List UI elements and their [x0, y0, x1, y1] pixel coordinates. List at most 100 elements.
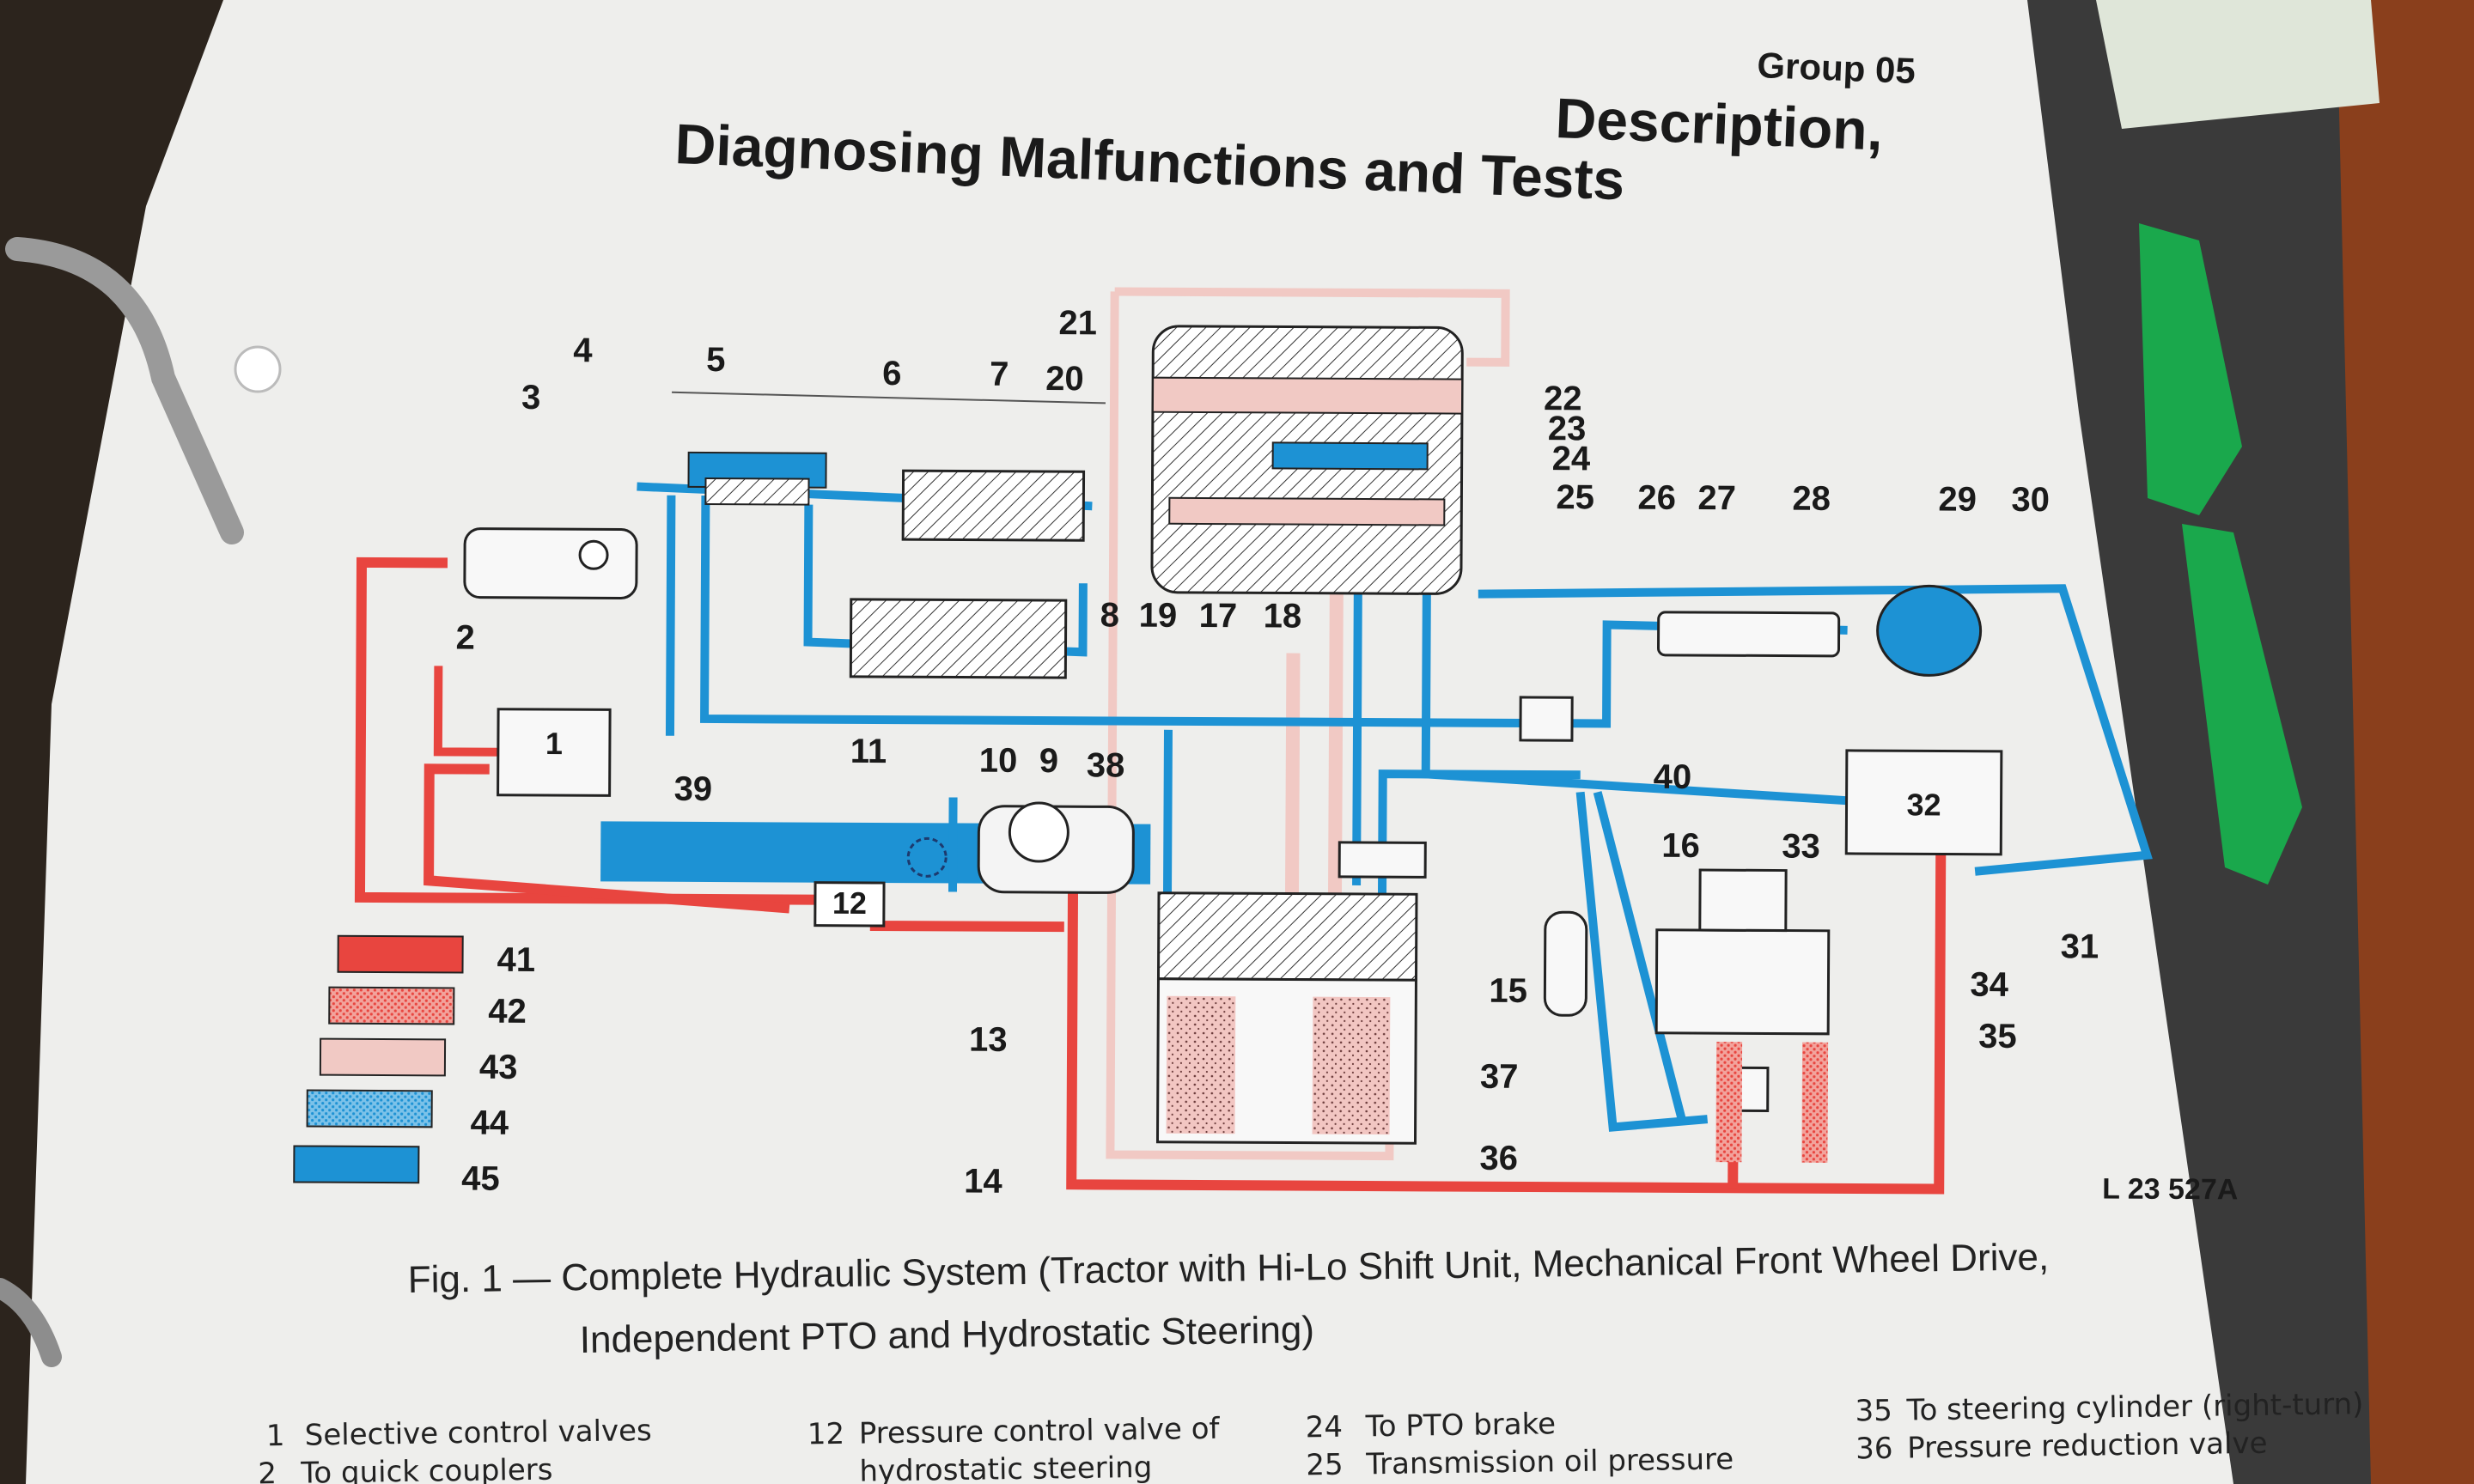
legend-number: 35 — [1855, 1394, 1892, 1429]
binder-cover — [2027, 0, 2371, 1484]
callout-label: 32 — [1906, 787, 1941, 822]
legend-text: To steering cylinder (right-turn) — [1905, 1387, 2363, 1427]
spool — [1271, 441, 1429, 471]
legend-text: Pressure reduction valve — [1907, 1426, 2268, 1466]
spool — [1168, 496, 1446, 526]
green-index-tab — [2139, 223, 2242, 515]
key-label: 43 — [479, 1049, 518, 1086]
key-swatch — [337, 934, 464, 974]
key-swatch — [319, 1037, 447, 1077]
key-label: 44 — [470, 1104, 509, 1142]
filter-element — [1166, 995, 1236, 1134]
key-swatch — [328, 986, 455, 1025]
figure-caption-line2: Independent PTO and Hydrostatic Steering… — [579, 1309, 1314, 1361]
spool — [1151, 376, 1464, 415]
callout-label: 7 — [990, 356, 1008, 393]
callout-label: 23 — [1548, 410, 1587, 447]
component-33 — [1654, 928, 1831, 1036]
return-line — [1593, 791, 1686, 1121]
pressure-line — [433, 666, 498, 757]
return-line — [665, 495, 958, 892]
steering-line — [1801, 1042, 1829, 1163]
callout-label: 27 — [1697, 479, 1736, 517]
binder-ring — [5, 237, 244, 544]
legend-text: hydrostatic steering — [859, 1451, 1152, 1484]
filter-element — [1312, 996, 1391, 1135]
callout-label: 31 — [2061, 928, 2099, 965]
component-3 — [463, 527, 638, 599]
legend-text: Transmission oil pressure — [1365, 1442, 1734, 1481]
legend-number: 24 — [1305, 1410, 1343, 1445]
legend-text: To PTO brake — [1364, 1407, 1556, 1444]
callout-label: 35 — [1978, 1018, 2017, 1055]
callout-label: 36 — [1479, 1140, 1518, 1177]
steering-line — [1715, 1042, 1743, 1163]
callout-label: 10 — [979, 742, 1018, 780]
component-6-7 — [901, 469, 1086, 542]
callout-label: 29 — [1938, 480, 1977, 518]
legend-number: 2 — [258, 1457, 277, 1484]
hydraulic-system-diagram: 12 1 32 2 3 4 5 6 7 8 9 10 11 13 14 15 1… — [293, 287, 2238, 1206]
callout-label: 8 — [1100, 596, 1119, 634]
component-32 — [1844, 749, 2003, 856]
callout-label: 16 — [1661, 827, 1700, 865]
callout-label: 14 — [964, 1163, 1002, 1201]
component-13 — [1156, 891, 1418, 982]
callout-label: 22 — [1544, 380, 1582, 417]
legend-text: Pressure control valve of — [859, 1412, 1221, 1451]
callout-label: 40 — [1654, 758, 1692, 796]
return-line — [1478, 584, 2153, 876]
gauge-icon — [578, 539, 609, 570]
legend-number: 12 — [807, 1417, 845, 1452]
component-37 — [1543, 910, 1588, 1017]
legend-number: 1 — [266, 1419, 285, 1453]
callout-label: 15 — [1489, 972, 1527, 1010]
callout-label: 3 — [521, 379, 540, 417]
callout-label: 6 — [882, 355, 901, 392]
gear-icon — [1008, 801, 1069, 863]
green-index-tab — [2182, 524, 2302, 885]
callout-label: 11 — [850, 733, 887, 770]
callout-label: 30 — [2011, 481, 2050, 519]
page-title-line1: Description, — [1554, 86, 1884, 162]
callout-label: 18 — [1264, 597, 1302, 635]
thin-line — [672, 391, 1106, 404]
component-28 — [1657, 611, 1841, 658]
binder-ring — [0, 1278, 62, 1367]
component-26 — [1519, 696, 1574, 742]
figure-reference: L 23 527A — [2102, 1172, 2238, 1206]
legend-number: 36 — [1855, 1432, 1893, 1467]
callout-label: 37 — [1480, 1058, 1519, 1096]
key-swatch — [306, 1089, 433, 1128]
pressure-line — [424, 763, 790, 914]
group-label: Group 05 — [1757, 45, 1916, 91]
binder-label-edge — [2096, 0, 2380, 129]
filter-icon — [906, 836, 948, 878]
legend-text: Selective control valves — [305, 1414, 653, 1453]
component-29-30 — [1876, 584, 1983, 677]
callout-label: 26 — [1637, 479, 1676, 517]
callout-label: 24 — [1552, 440, 1591, 477]
legend-number: 25 — [1306, 1448, 1344, 1483]
callout-label: 20 — [1045, 360, 1084, 398]
key-label: 42 — [488, 993, 527, 1031]
key-swatch — [293, 1145, 420, 1184]
callout-label: 13 — [969, 1021, 1008, 1059]
component-33-top — [1698, 868, 1788, 933]
legend-text: To quick couplers — [300, 1453, 553, 1484]
callout-label: 28 — [1792, 480, 1831, 518]
callout-label: 9 — [1039, 742, 1058, 780]
callout-label: 34 — [1970, 966, 2008, 1004]
callout-label: 19 — [1139, 597, 1178, 635]
callout-label: 33 — [1782, 828, 1820, 866]
callout-label: 5 — [706, 341, 725, 379]
callout-label: 17 — [1199, 597, 1238, 635]
callout-label: 12 — [832, 885, 867, 921]
component-12 — [813, 881, 886, 928]
callout-label: 2 — [455, 618, 474, 656]
hatched-block — [704, 477, 810, 506]
lubrication-line — [1114, 287, 1510, 367]
callout-label: 25 — [1556, 478, 1594, 516]
component-1 — [497, 708, 612, 797]
